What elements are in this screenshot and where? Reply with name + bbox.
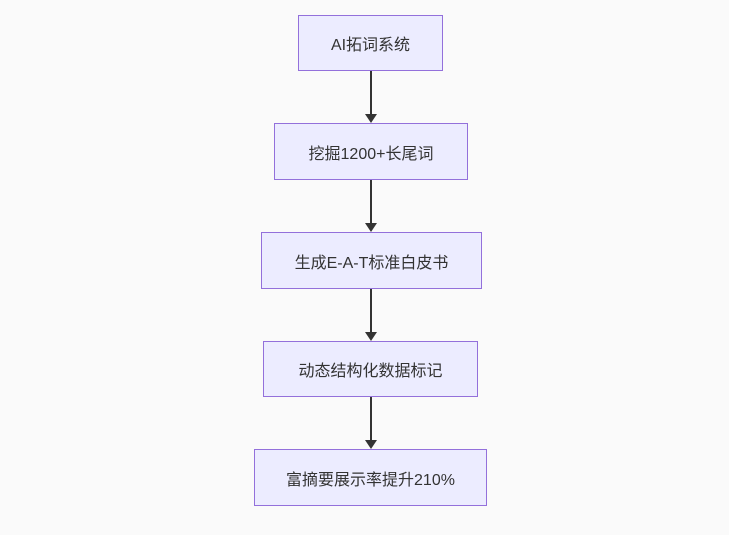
arrow-line: [369, 289, 372, 332]
flow-node-label: AI拓词系统: [330, 37, 411, 54]
flow-node-longtail-mining: 挖掘1200+长尾词: [274, 123, 468, 180]
flow-node-rich-snippet-result: 富摘要展示率提升210%: [254, 449, 487, 506]
arrow-line: [369, 71, 372, 114]
arrow-line: [369, 180, 372, 223]
down-arrow: [364, 397, 377, 449]
down-arrow: [364, 71, 377, 123]
flow-node-label: 动态结构化数据标记: [298, 363, 443, 380]
arrowhead-icon: [364, 440, 377, 449]
flow-node-eat-whitepaper: 生成E-A-T标准白皮书: [261, 232, 482, 289]
down-arrow: [364, 289, 377, 341]
flow-node-ai-keyword-system: AI拓词系统: [298, 15, 443, 71]
down-arrow: [364, 180, 377, 232]
flow-node-label: 挖掘1200+长尾词: [308, 145, 434, 163]
arrowhead-icon: [364, 114, 377, 123]
arrowhead-icon: [364, 332, 377, 341]
arrow-line: [369, 397, 372, 440]
flow-node-label: 生成E-A-T标准白皮书: [294, 254, 449, 272]
flow-node-structured-data-markup: 动态结构化数据标记: [263, 341, 478, 397]
arrowhead-icon: [364, 223, 377, 232]
flow-node-label: 富摘要展示率提升210%: [286, 471, 455, 489]
